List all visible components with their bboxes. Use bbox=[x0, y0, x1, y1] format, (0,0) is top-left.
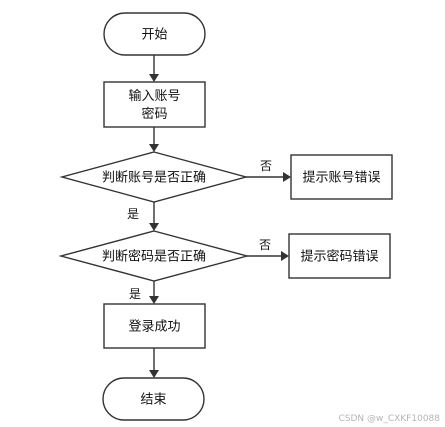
password-no-label: 否 bbox=[259, 238, 271, 252]
password-yes-label: 是 bbox=[129, 287, 141, 301]
account-error-process bbox=[290, 154, 393, 200]
arrowhead bbox=[149, 370, 159, 378]
account-error-label: 提示账号错误 bbox=[302, 170, 380, 186]
password-error-label: 提示密码错误 bbox=[300, 249, 378, 265]
password-error-process bbox=[288, 233, 391, 279]
arrowhead bbox=[283, 172, 291, 182]
arrowhead bbox=[149, 223, 159, 231]
check-password-label: 判断密码是否正确 bbox=[102, 249, 206, 265]
account-no-label: 否 bbox=[260, 159, 272, 173]
watermark: CSDN @w_CXKF10088 bbox=[338, 414, 440, 424]
account-yes-label: 是 bbox=[127, 207, 139, 221]
login-success-label: 登录成功 bbox=[128, 320, 180, 335]
input-label-line1: 输入账号 bbox=[128, 88, 180, 104]
input-process bbox=[103, 81, 206, 128]
end-terminal bbox=[102, 377, 205, 421]
arrowhead bbox=[149, 74, 159, 82]
arrowhead bbox=[149, 296, 159, 304]
input-label-line2: 密码 bbox=[141, 106, 167, 122]
start-label: 开始 bbox=[141, 28, 167, 43]
end-label: 结束 bbox=[140, 393, 166, 408]
login-success-process bbox=[103, 303, 206, 349]
check-account-label: 判断账号是否正确 bbox=[102, 171, 206, 186]
arrowhead bbox=[149, 144, 159, 152]
arrowhead bbox=[281, 251, 289, 261]
